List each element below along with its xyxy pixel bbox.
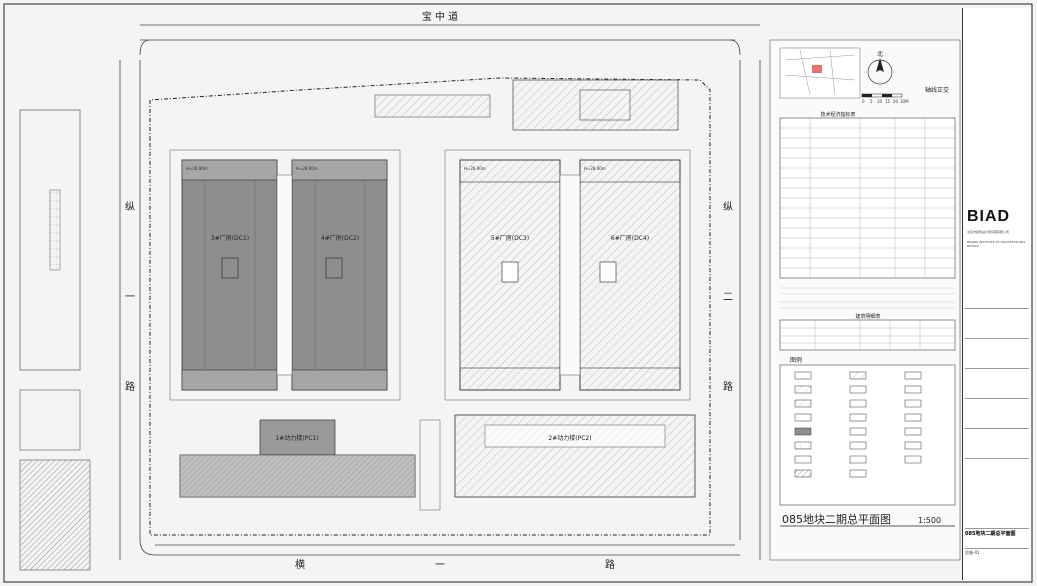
- sheet-number-cell: 总施-01: [965, 548, 1029, 556]
- drawing-scale: 1:500: [918, 516, 941, 525]
- scale-tick-5: 30M: [900, 99, 909, 104]
- key-map: [779, 47, 861, 99]
- building-5: [459, 159, 561, 391]
- power-building-1: [179, 419, 416, 498]
- road-label-west-1: 纵: [125, 201, 135, 213]
- scale-bar: 0 5 10 15 20 30M: [861, 93, 909, 104]
- north-annex-3: [579, 89, 631, 121]
- tech-table-title: 技术经济指标表: [820, 111, 855, 118]
- compass-icon: 北: [867, 50, 893, 85]
- label-power-1: 1#动力楼(PC1): [275, 434, 318, 442]
- corridor-3-4: [276, 174, 293, 376]
- firm-name-en: BEIJING INSTITUTE OF ARCHITECTURAL DESIG…: [967, 240, 1026, 248]
- road-label-east-2: 二: [723, 292, 733, 303]
- firm-logo: BIAD: [967, 208, 1011, 225]
- north-annex-1: [374, 94, 491, 118]
- site-boundary: [149, 77, 711, 536]
- road-label-south-3: 路: [605, 558, 615, 571]
- corridor-5-6: [559, 174, 581, 376]
- road-label-north: 宝 中 道: [422, 10, 458, 23]
- height-tag-6: H=28.90m: [584, 166, 606, 171]
- power-building-2: [454, 414, 696, 498]
- drawing-name-cell: 085地块二期总平面图: [965, 528, 1029, 537]
- drawing-title: 085地块二期总平面图: [782, 512, 891, 526]
- height-tag-4: H=28.90m: [296, 166, 318, 171]
- notes-block: [780, 287, 955, 309]
- label-building-3: 3#厂房(DC1): [211, 234, 249, 242]
- tech-indicator-table: 技术经济指标表: [779, 111, 956, 279]
- scale-tick-2: 10: [877, 99, 883, 104]
- service-strip: [419, 419, 441, 511]
- scale-tick-0: 0: [862, 99, 865, 104]
- road-label-south-2: 一: [435, 560, 445, 571]
- yard-outline-east: [444, 149, 691, 401]
- label-building-4: 4#厂房(DC2): [321, 234, 359, 242]
- building-6: [579, 159, 681, 391]
- scale-tick-1: 5: [870, 99, 873, 104]
- legend: 图例: [779, 356, 956, 506]
- firm-name-cn: 北京市建筑设计研究院有限公司: [967, 230, 1010, 234]
- scale-tick-4: 20: [893, 99, 899, 104]
- road-label-west-3: 路: [125, 380, 135, 393]
- compass-label: 北: [877, 50, 883, 58]
- label-power-2: 2#动力楼(PC2): [548, 434, 591, 442]
- left-neighbour-blocks: [19, 109, 91, 571]
- road-network: [119, 24, 761, 560]
- road-label-east-1: 纵: [723, 201, 733, 213]
- road-label-west-2: 一: [125, 292, 135, 303]
- site-note: 轴线正交: [925, 86, 949, 94]
- legend-title: 图例: [790, 356, 802, 364]
- building-3: [181, 159, 278, 391]
- label-building-5: 5#厂房(DC3): [491, 234, 529, 242]
- height-tag-5: H=28.90m: [464, 166, 486, 171]
- yard-outline-west: [169, 149, 401, 401]
- road-label-south-1: 横: [295, 558, 305, 571]
- schedule-table-title: 建筑明细表: [855, 313, 880, 320]
- title-block: BIAD 北京市建筑设计研究院有限公司 BEIJING INSTITUTE OF…: [962, 8, 1031, 580]
- north-annex-2: [512, 79, 679, 131]
- building-schedule-table: 建筑明细表: [779, 313, 956, 351]
- road-label-east-3: 路: [723, 380, 733, 393]
- scale-tick-3: 15: [885, 99, 891, 104]
- height-tag-3: H=28.90m: [186, 166, 208, 171]
- label-building-6: 6#厂房(DC4): [611, 234, 649, 242]
- building-4: [291, 159, 388, 391]
